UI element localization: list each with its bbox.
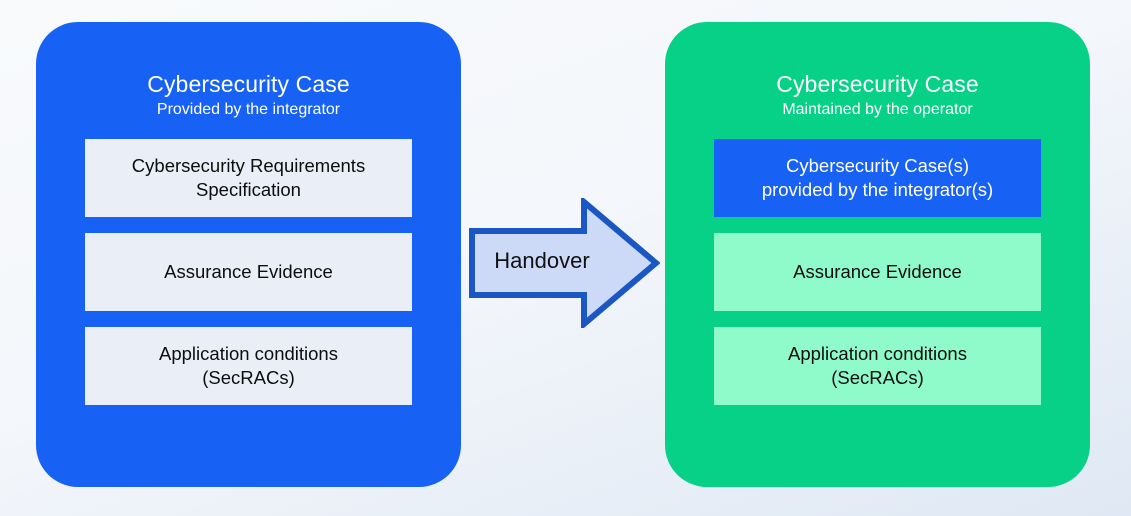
left-card-title: Cybersecurity Case xyxy=(147,71,350,97)
right-card-subtitle: Maintained by the operator xyxy=(782,101,973,118)
right-card-title: Cybersecurity Case xyxy=(776,71,979,97)
right-item-application-conditions[interactable]: Application conditions (SecRACs) xyxy=(714,327,1041,405)
right-item-assurance-evidence[interactable]: Assurance Evidence xyxy=(714,233,1041,311)
handover-connector: Handover xyxy=(468,198,660,328)
left-card-header: Cybersecurity Case Provided by the integ… xyxy=(36,22,461,121)
right-item-label: Cybersecurity Case(s) provided by the in… xyxy=(761,155,994,200)
right-arrow-icon xyxy=(469,198,660,328)
left-item-application-conditions[interactable]: Application conditions (SecRACs) xyxy=(85,327,412,405)
right-item-cybersecurity-cases-provided-by-integrators[interactable]: Cybersecurity Case(s) provided by the in… xyxy=(714,139,1041,217)
left-item-label: Application conditions (SecRACs) xyxy=(159,343,338,388)
right-item-label: Application conditions (SecRACs) xyxy=(788,343,967,388)
right-card-item-list: Cybersecurity Case(s) provided by the in… xyxy=(714,139,1041,405)
right-card-header: Cybersecurity Case Maintained by the ope… xyxy=(665,22,1090,121)
left-item-label: Assurance Evidence xyxy=(164,261,333,282)
right-item-label: Assurance Evidence xyxy=(793,261,962,282)
left-item-assurance-evidence[interactable]: Assurance Evidence xyxy=(85,233,412,311)
left-card-item-list: Cybersecurity Requirements Specification… xyxy=(85,139,412,405)
left-card-subtitle: Provided by the integrator xyxy=(156,101,341,118)
integrator-cybersecurity-case-card: Cybersecurity Case Provided by the integ… xyxy=(36,22,461,487)
left-item-label: Cybersecurity Requirements Specification xyxy=(131,155,366,200)
operator-cybersecurity-case-card: Cybersecurity Case Maintained by the ope… xyxy=(665,22,1090,487)
left-item-cybersecurity-requirements-specification[interactable]: Cybersecurity Requirements Specification xyxy=(85,139,412,217)
